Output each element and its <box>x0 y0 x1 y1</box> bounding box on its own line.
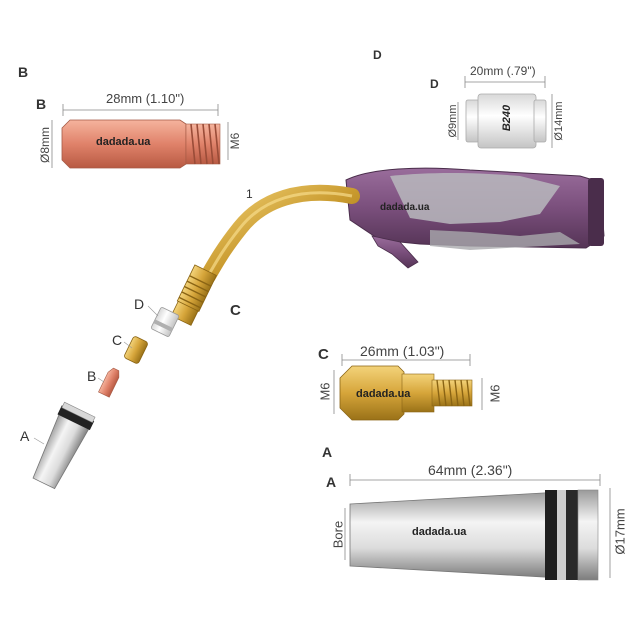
section-label-d-outer: D <box>373 48 382 62</box>
part-label-a: A <box>20 428 30 444</box>
torch-nozzle-part <box>32 401 96 490</box>
tip-diameter: Ø8mm <box>38 127 52 163</box>
contact-tip-detail <box>51 104 229 169</box>
section-label-a-inner: A <box>326 474 337 490</box>
insulator-length: 20mm (.79") <box>470 64 536 78</box>
tip-length: 28mm (1.10") <box>106 91 185 106</box>
diffuser-thread-right: M6 <box>487 384 503 403</box>
insulator-outer-diameter: Ø14mm <box>553 101 565 141</box>
nozzle-detail <box>344 474 611 581</box>
section-label-a-outer: A <box>322 444 333 460</box>
insulator-mark: B240 <box>501 104 514 132</box>
torch-neck <box>170 184 360 326</box>
tip-watermark: dadada.ua <box>96 136 151 148</box>
section-label-d-inner: D <box>430 77 439 91</box>
section-label-b-outer: B <box>18 64 29 80</box>
diffuser-thread-left: M6 <box>317 382 333 401</box>
insulator-detail <box>457 76 553 149</box>
tip-thread: M6 <box>228 132 242 150</box>
part-leader-lines <box>33 305 159 445</box>
nozzle-bore: Bore <box>330 520 346 549</box>
torch-diffuser-part <box>124 336 148 364</box>
insulator-inner-diameter: Ø9mm <box>447 104 459 138</box>
neck-label: 1 <box>246 187 253 201</box>
part-label-b: B <box>87 368 97 384</box>
torch-tip-part <box>98 367 120 398</box>
handle-watermark: dadada.ua <box>380 202 430 213</box>
diffuser-detail <box>333 354 483 421</box>
part-label-d: D <box>134 296 145 312</box>
section-label-c-inner: C <box>318 346 329 363</box>
torch-insulator-part <box>151 307 179 337</box>
section-label-b-inner: B <box>36 96 47 112</box>
diffuser-length: 26mm (1.03") <box>360 343 445 359</box>
torch-handle <box>345 167 605 269</box>
part-label-c: C <box>112 332 123 348</box>
nozzle-length: 64mm (2.36") <box>428 462 513 478</box>
section-label-c-outer: C <box>230 302 241 319</box>
nozzle-diameter: Ø17mm <box>612 508 628 555</box>
diffuser-watermark: dadada.ua <box>356 388 411 400</box>
nozzle-watermark: dadada.ua <box>412 526 467 538</box>
